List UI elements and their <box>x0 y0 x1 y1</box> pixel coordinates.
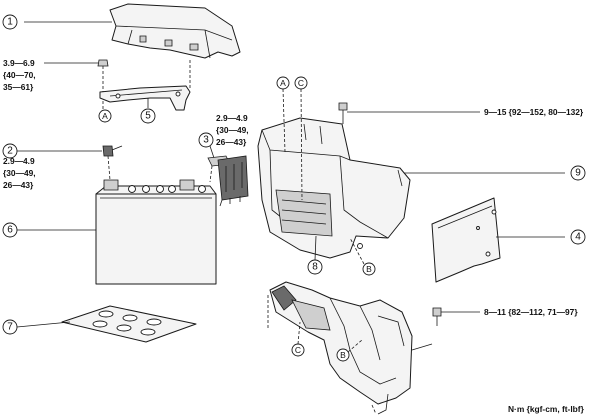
ref-b-duct: B <box>336 348 350 362</box>
battery-clamp-bracket <box>99 85 191 111</box>
svg-text:1: 1 <box>7 17 13 28</box>
svg-text:5: 5 <box>145 111 151 122</box>
svg-text:3.9—6.9: 3.9—6.9 <box>3 58 35 68</box>
battery-tray <box>257 117 411 259</box>
svg-text:B: B <box>366 264 372 274</box>
svg-text:{30—49,: {30—49, <box>216 125 249 135</box>
svg-text:2: 2 <box>7 146 13 157</box>
battery-tray-mat <box>61 305 197 343</box>
svg-text:A: A <box>102 111 108 121</box>
ref-c-duct: C <box>291 343 305 357</box>
air-intake-duct <box>269 281 433 415</box>
battery-tray-cover-plate <box>431 197 501 283</box>
duct-bolt <box>432 307 442 326</box>
svg-text:C: C <box>295 345 301 355</box>
svg-text:26—43}: 26—43} <box>3 180 34 190</box>
callout-4: 4 <box>570 229 586 245</box>
svg-text:{40—70,: {40—70, <box>3 70 36 80</box>
tray-bolt <box>338 102 348 124</box>
callout-8: 8 <box>307 259 323 275</box>
svg-text:7: 7 <box>7 322 13 333</box>
torque-units-legend: N·m {kgf-cm, ft-lbf} <box>508 404 585 414</box>
svg-text:2.9—4.9: 2.9—4.9 <box>3 156 35 166</box>
svg-text:A: A <box>280 78 286 88</box>
torque-label-bracket-nut: 3.9—6.9 {40—70, 35—61} <box>3 58 36 92</box>
svg-text:3: 3 <box>203 135 209 146</box>
callout-1: 1 <box>2 14 18 30</box>
torque-label-tray-bolt: 9—15 {92—152, 80—132} <box>484 107 584 117</box>
callout-9: 9 <box>570 165 586 181</box>
ref-b-tray: B <box>362 262 376 276</box>
svg-text:35—61}: 35—61} <box>3 82 34 92</box>
callout-5: 5 <box>140 108 156 124</box>
svg-text:6: 6 <box>7 225 13 236</box>
ref-a-tray: A <box>276 76 290 90</box>
callout-2: 2 <box>2 143 18 159</box>
svg-text:4: 4 <box>575 232 581 243</box>
torque-label-duct-bolt: 8—11 {82—112, 71—97} <box>484 307 578 317</box>
svg-text:{30—49,: {30—49, <box>3 168 36 178</box>
ref-c-tray: C <box>294 76 308 90</box>
torque-label-positive-terminal: 2.9—4.9 {30—49, 26—43} <box>216 113 249 147</box>
positive-terminal-fuse-block <box>207 155 249 207</box>
svg-text:26—43}: 26—43} <box>216 137 247 147</box>
battery-cover <box>109 3 241 59</box>
torque-label-negative-terminal: 2.9—4.9 {30—49, 26—43} <box>3 156 36 190</box>
callout-6: 6 <box>2 222 18 238</box>
bracket-nut <box>97 59 109 67</box>
battery <box>95 179 217 285</box>
callout-7: 7 <box>2 319 18 335</box>
callout-3: 3 <box>198 132 214 148</box>
negative-terminal-clamp <box>102 145 123 157</box>
svg-text:9: 9 <box>575 168 581 179</box>
svg-text:B: B <box>340 350 346 360</box>
svg-text:C: C <box>298 78 304 88</box>
ref-a-top: A <box>98 109 112 123</box>
svg-text:2.9—4.9: 2.9—4.9 <box>216 113 248 123</box>
svg-text:8: 8 <box>312 262 318 273</box>
